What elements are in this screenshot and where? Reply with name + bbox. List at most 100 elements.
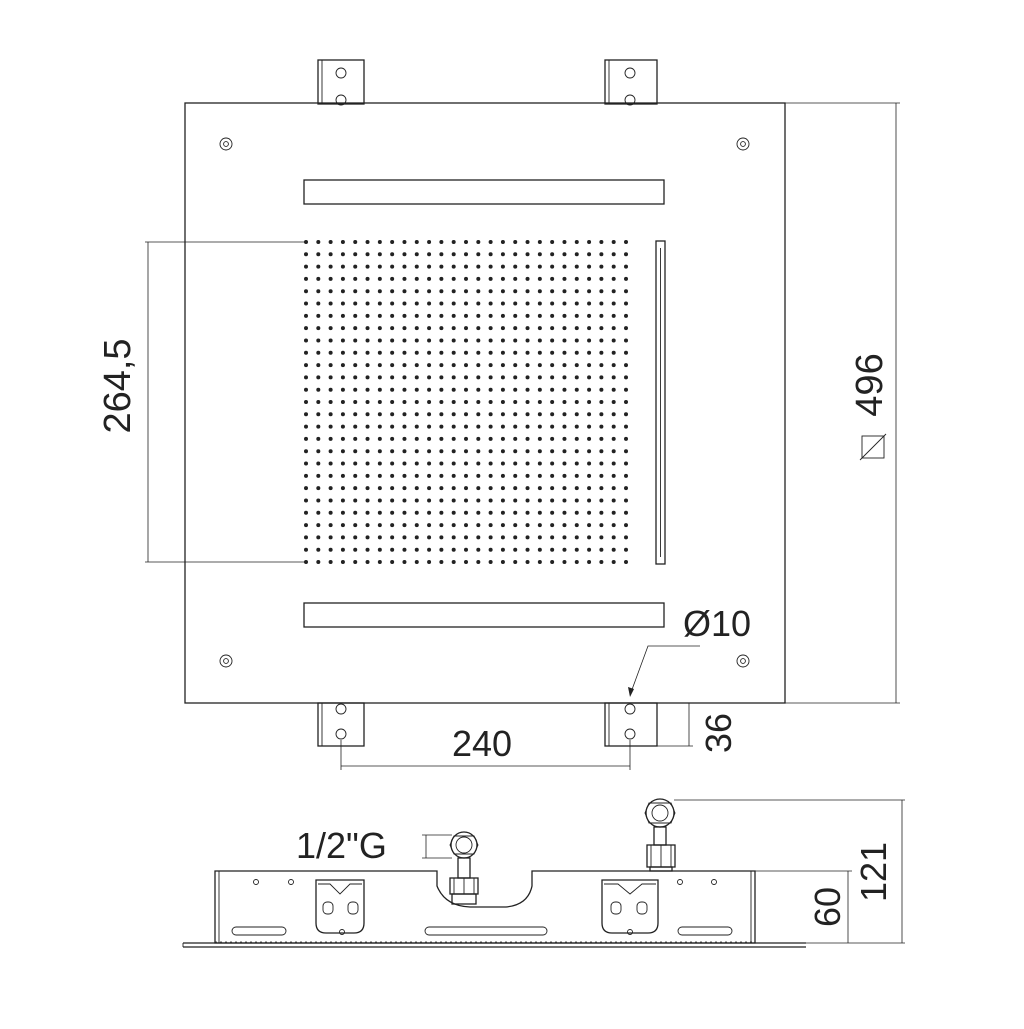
nozzle-dot [624, 363, 628, 368]
nozzle-dot [488, 436, 493, 441]
nozzle-dot [500, 387, 505, 392]
nozzle-dot [488, 473, 493, 478]
nozzle-dot [427, 289, 432, 294]
nozzle-dot [414, 560, 419, 564]
nozzle-dot [328, 424, 333, 429]
nozzle-dot [353, 387, 358, 392]
nozzle-dot [537, 326, 542, 331]
nozzle-dot [550, 461, 555, 466]
nozzle-dot [414, 400, 419, 404]
nozzle-dot [488, 560, 493, 564]
nozzle-dot [562, 289, 567, 294]
nozzle-dot [365, 412, 370, 417]
nozzle-dot [451, 560, 456, 564]
nozzle-dot [599, 400, 604, 404]
nozzle-dot [513, 313, 518, 318]
nozzle-dot [525, 240, 530, 244]
screw-icon [736, 654, 750, 668]
nozzle-dot [525, 535, 530, 540]
nozzle-dot [316, 449, 321, 454]
nozzle-dot [464, 486, 468, 491]
nozzle-dot [353, 523, 358, 528]
nozzle-dot [427, 301, 432, 306]
nozzle-dot [488, 424, 493, 429]
nozzle-dot [390, 313, 395, 318]
nozzle-dot [402, 240, 407, 244]
nozzle-dot [340, 523, 345, 528]
nozzle-dot [587, 276, 592, 281]
nozzle-dot [624, 547, 628, 552]
light-slot-top [303, 179, 665, 205]
nozzle-dot [476, 424, 481, 429]
nozzle-dot [624, 535, 628, 540]
nozzle-dot [464, 375, 468, 380]
nozzle-dot [476, 387, 481, 392]
nozzle-dot [611, 350, 616, 355]
nozzle-dot [562, 387, 567, 392]
nozzle-dot [611, 547, 616, 552]
nozzle-dot [353, 461, 358, 466]
nozzle-dot [328, 412, 333, 417]
nozzle-dot [451, 387, 456, 392]
nozzle-dot [390, 473, 395, 478]
nozzle-dot [304, 326, 308, 331]
nozzle-dot [488, 535, 493, 540]
nozzle-dot [414, 498, 419, 503]
nozzle-dot [599, 375, 604, 380]
nozzle-dot [304, 473, 308, 478]
nozzle-dot [402, 375, 407, 380]
nozzle-dot [513, 240, 518, 244]
nozzle-dot [550, 424, 555, 429]
nozzle-dot [513, 560, 518, 564]
nozzle-dot [464, 547, 468, 552]
nozzle-dot [340, 240, 345, 244]
nozzle-dot [365, 387, 370, 392]
nozzle-dot [525, 461, 530, 466]
nozzle-dot [464, 424, 468, 429]
nozzle-dot [611, 252, 616, 257]
nozzle-dot [587, 338, 592, 343]
nozzle-dot [340, 400, 345, 404]
nozzle-dot [513, 523, 518, 528]
nozzle-dot [377, 498, 382, 503]
nozzle-dot [328, 338, 333, 343]
nozzle-dot [439, 523, 444, 528]
nozzle-dot [439, 510, 444, 515]
nozzle-dot [587, 560, 592, 564]
nozzle-dot [611, 264, 616, 269]
nozzle-dot [550, 240, 555, 244]
nozzle-dot [439, 363, 444, 368]
nozzle-dot [488, 264, 493, 269]
nozzle-dot [500, 498, 505, 503]
nozzle-dot [365, 276, 370, 281]
nozzle-dot [365, 338, 370, 343]
nozzle-dot [562, 424, 567, 429]
nozzle-dot [476, 240, 481, 244]
nozzle-dot [476, 436, 481, 441]
nozzle-dot [500, 547, 505, 552]
nozzle-dot [414, 424, 419, 429]
nozzle-dot [427, 375, 432, 380]
nozzle-dot [525, 510, 530, 515]
nozzle-dot [587, 449, 592, 454]
nozzle-dot [451, 486, 456, 491]
nozzle-dot [402, 412, 407, 417]
nozzle-dot [574, 461, 579, 466]
nozzle-dot [340, 498, 345, 503]
nozzle-dot [439, 252, 444, 257]
nozzle-dot [439, 498, 444, 503]
nozzle-dot [587, 264, 592, 269]
nozzle-dot [587, 313, 592, 318]
nozzle-dot [328, 547, 333, 552]
nozzle-dot [464, 301, 468, 306]
nozzle-dot [537, 338, 542, 343]
nozzle-dot [340, 350, 345, 355]
nozzle-dot [377, 350, 382, 355]
nozzle-dot [624, 252, 628, 257]
nozzle-dot [353, 510, 358, 515]
nozzle-dot [611, 473, 616, 478]
nozzle-dot [402, 326, 407, 331]
nozzle-dot [328, 313, 333, 318]
nozzle-dot [599, 264, 604, 269]
nozzle-dot [365, 510, 370, 515]
